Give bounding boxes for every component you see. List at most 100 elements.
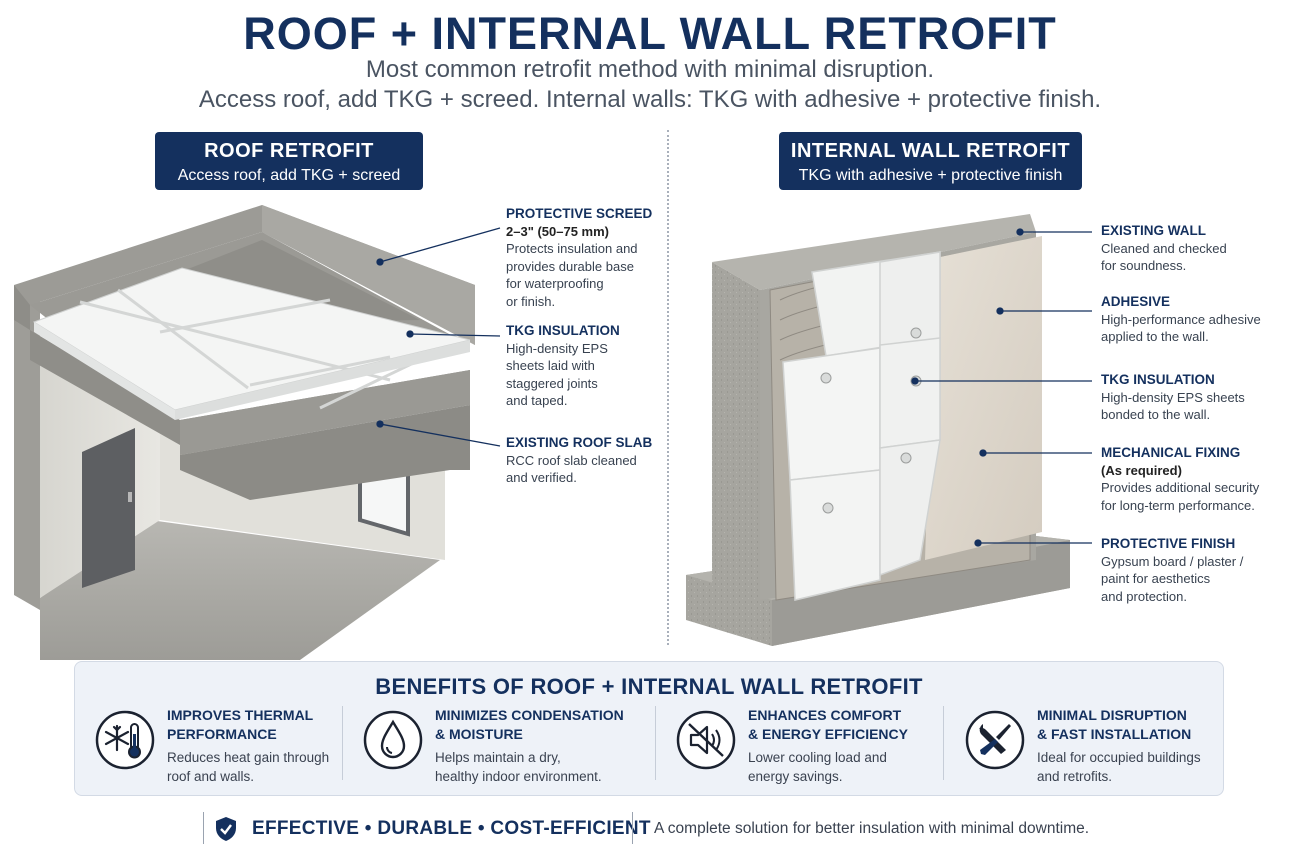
panel-divider [667, 130, 669, 645]
callout-line: or finish. [506, 293, 556, 309]
benefit-title-line: MINIMIZES CONDENSATION [435, 707, 624, 723]
roof-slab-edge [30, 330, 470, 445]
door-handle [128, 492, 132, 502]
callout-tkg-insulation-wall: TKG INSULATION High-density EPS sheets b… [1101, 371, 1300, 424]
benefit-desc: Reduces heat gain through roof and walls… [167, 748, 329, 786]
footer-separator [632, 812, 633, 844]
benefit-thermal: IMPROVES THERMAL PERFORMANCE Reduces hea… [95, 706, 345, 790]
benefit-title: MINIMIZES CONDENSATION & MOISTURE [435, 706, 624, 744]
callout-line: applied to the wall. [1101, 329, 1209, 344]
callout-line: High-performance adhesive [1101, 311, 1261, 327]
benefit-title: IMPROVES THERMAL PERFORMANCE [167, 706, 313, 744]
benefit-separator [655, 706, 656, 780]
benefits-panel: BENEFITS OF ROOF + INTERNAL WALL RETROFI… [74, 661, 1224, 796]
roof-retrofit-subtitle: Access roof, add TKG + screed [177, 167, 401, 184]
wall-retrofit-subtitle: TKG with adhesive + protective finish [798, 167, 1063, 184]
callout-line: for long-term performance. [1101, 497, 1255, 513]
roof-section-illustration [14, 205, 501, 660]
callout-line: Provides additional security [1101, 480, 1260, 495]
callout-line: for waterproofing [506, 276, 604, 291]
door [82, 428, 135, 588]
shield-check-icon [216, 817, 236, 841]
existing-wall-top [712, 214, 1036, 290]
tkg-insulation-boards [32, 267, 471, 420]
callout-line: Gypsum board / plaster / [1101, 553, 1244, 569]
footer: EFFECTIVE • DURABLE • COST-EFFICIENT A c… [0, 808, 1300, 848]
callout-spec: 2–3" (50–75 mm) [506, 223, 610, 239]
callout-title: EXISTING ROOF SLAB [506, 435, 653, 450]
benefit-desc: Helps maintain a dry, healthy indoor env… [435, 748, 602, 786]
benefit-desc: Lower cooling load and energy savings. [748, 748, 887, 786]
benefit-desc-line: energy savings. [748, 769, 843, 784]
roof-slab-beam [180, 405, 470, 500]
callout-existing-wall: EXISTING WALL Cleaned and checked for so… [1101, 222, 1300, 275]
callout-title: ADHESIVE [1101, 294, 1171, 309]
benefit-separator [943, 706, 944, 780]
callout-mechanical-fixing: MECHANICAL FIXING (As required) Provides… [1101, 444, 1300, 514]
callout-title: MECHANICAL FIXING [1101, 445, 1241, 460]
roof-retrofit-header: ROOF RETROFIT Access roof, add TKG + scr… [155, 132, 423, 190]
callout-line: provides durable base [506, 258, 634, 274]
callout-line: sheets laid with [506, 358, 595, 373]
callout-line: paint for aesthetics [1101, 571, 1211, 586]
tkg-insulation-panels [782, 251, 941, 601]
benefit-title-line: & MOISTURE [435, 726, 523, 742]
outer-wall-left [14, 285, 40, 610]
benefit-desc-line: Lower cooling load and [748, 750, 887, 765]
callout-line: and taped. [506, 393, 568, 408]
benefit-desc-line: Helps maintain a dry, [435, 750, 561, 765]
benefit-desc-line: Ideal for occupied buildings [1037, 750, 1201, 765]
footer-separator [203, 812, 204, 844]
benefit-title-line: MINIMAL DISRUPTION [1037, 707, 1187, 723]
callout-title: PROTECTIVE SCREED [506, 206, 653, 221]
muted-speaker-icon [676, 710, 736, 770]
callout-protective-screed: PROTECTIVE SCREED 2–3" (50–75 mm) Protec… [506, 205, 706, 310]
water-drop-icon [363, 710, 423, 770]
wrench-screwdriver-icon [965, 710, 1025, 770]
benefit-title-line: ENHANCES COMFORT [748, 707, 902, 723]
callout-line: High-density EPS [506, 340, 608, 356]
page-subtitle-line-1: Most common retrofit method with minimal… [365, 56, 935, 83]
snowflake-thermometer-icon [95, 710, 155, 770]
footer-tagline: A complete solution for better insulatio… [654, 820, 1090, 837]
benefit-title-line: PERFORMANCE [167, 726, 277, 742]
wall-retrofit-header: INTERNAL WALL RETROFIT TKG with adhesive… [779, 132, 1082, 190]
footer-tagline-bold: EFFECTIVE • DURABLE • COST-EFFICIENT [252, 818, 651, 839]
callout-tkg-insulation-roof: TKG INSULATION High-density EPS sheets l… [506, 322, 706, 410]
wall-retrofit-title: INTERNAL WALL RETROFIT [790, 140, 1071, 162]
roof-retrofit-title: ROOF RETROFIT [204, 140, 374, 162]
callout-line: and verified. [506, 470, 577, 485]
page-title: ROOF + INTERNAL WALL RETROFIT [243, 8, 1057, 59]
benefit-comfort: ENHANCES COMFORT & ENERGY EFFICIENCY Low… [676, 706, 941, 790]
benefit-title-line: & ENERGY EFFICIENCY [748, 726, 908, 742]
benefit-installation: MINIMAL DISRUPTION & FAST INSTALLATION I… [965, 706, 1220, 790]
callout-line: bonded to the wall. [1101, 407, 1211, 422]
callout-line: and protection. [1101, 588, 1188, 604]
callout-line: Cleaned and checked [1101, 240, 1227, 256]
callout-title: PROTECTIVE FINISH [1101, 536, 1236, 551]
benefit-title: ENHANCES COMFORT & ENERGY EFFICIENCY [748, 706, 908, 744]
callout-adhesive: ADHESIVE High-performance adhesive appli… [1101, 293, 1300, 346]
benefit-desc-line: roof and walls. [167, 769, 255, 784]
protective-finish-board [925, 236, 1042, 560]
callout-title: TKG INSULATION [506, 323, 620, 338]
benefit-title-line: & FAST INSTALLATION [1037, 726, 1192, 742]
benefit-title: MINIMAL DISRUPTION & FAST INSTALLATION [1037, 706, 1191, 744]
callout-line: Protects insulation and [506, 241, 638, 256]
benefit-desc-line: and retrofits. [1037, 769, 1113, 784]
benefit-desc: Ideal for occupied buildings and retrofi… [1037, 748, 1201, 786]
page-subtitle-line-2: Access roof, add TKG + screed. Internal … [198, 86, 1102, 113]
benefits-title: BENEFITS OF ROOF + INTERNAL WALL RETROFI… [375, 674, 923, 699]
callout-line: High-density EPS sheets [1101, 389, 1245, 405]
benefit-condensation: MINIMIZES CONDENSATION & MOISTURE Helps … [363, 706, 653, 790]
wall-section-illustration [686, 214, 1092, 646]
benefit-desc-line: Reduces heat gain through [167, 750, 330, 765]
callout-title: EXISTING WALL [1101, 223, 1207, 238]
callout-line: RCC roof slab cleaned [506, 452, 637, 468]
callout-spec: (As required) [1101, 462, 1182, 478]
callout-line: for soundness. [1101, 258, 1187, 273]
callout-title: TKG INSULATION [1101, 372, 1215, 387]
benefit-title-line: IMPROVES THERMAL [167, 707, 314, 723]
floor-slab [40, 520, 440, 660]
